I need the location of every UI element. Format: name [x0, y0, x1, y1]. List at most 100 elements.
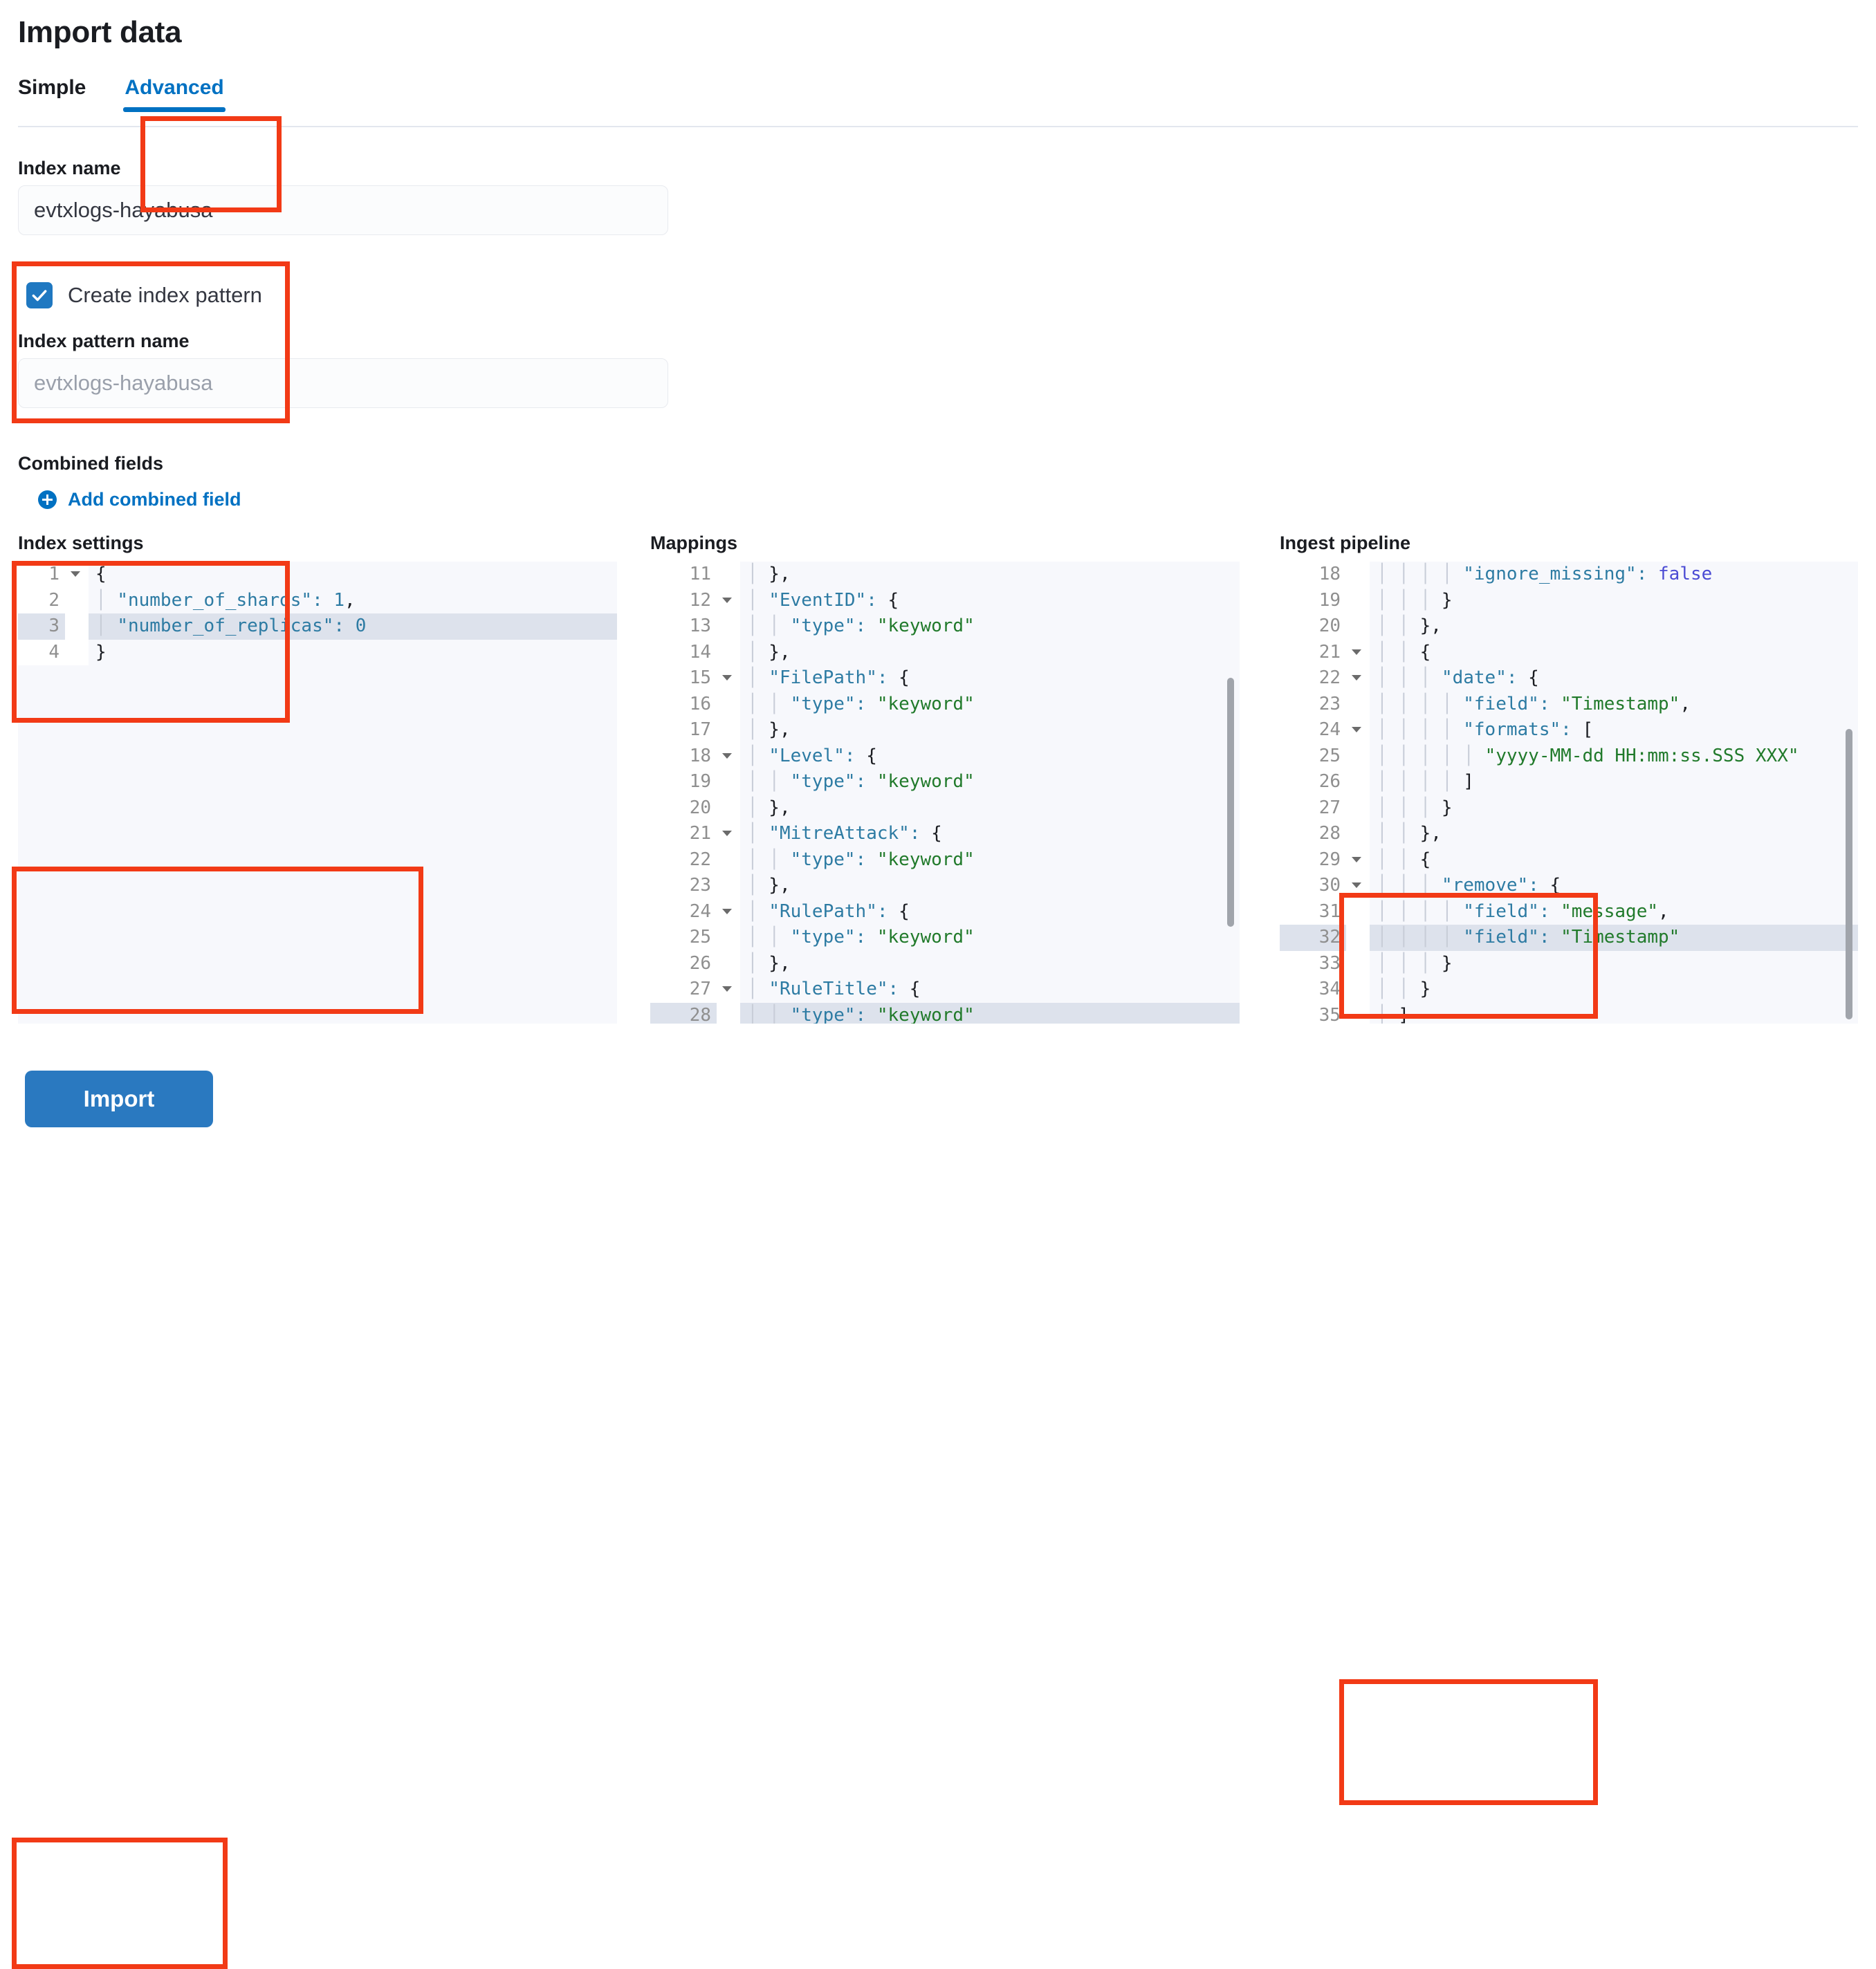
code-text: │ │ {	[1377, 641, 1431, 663]
line-number: 22	[1280, 665, 1361, 692]
code-line[interactable]: 28│ │ },	[1280, 821, 1858, 847]
code-line[interactable]: 22│ │ "type": "keyword"	[650, 847, 1240, 873]
code-text: │ ]	[1377, 1004, 1409, 1024]
fold-caret-icon[interactable]	[71, 571, 80, 577]
code-line[interactable]: 25│ │ │ │ │ "yyyy-MM-dd HH:mm:ss.SSS XXX…	[1280, 743, 1858, 769]
line-number: 30	[1280, 873, 1361, 899]
code-line[interactable]: 24│ "RulePath": {	[650, 898, 1240, 925]
code-line[interactable]: 18│ │ │ │ "ignore_missing": false	[1280, 562, 1858, 588]
line-number: 33	[1280, 950, 1346, 977]
index-pattern-name-input[interactable]: evtxlogs-hayabusa	[18, 358, 668, 408]
line-number: 28	[1280, 821, 1346, 847]
index-pattern-name-label: Index pattern name	[18, 331, 190, 351]
mappings-editor[interactable]: 11│ },12│ "EventID": {13│ │ "type": "key…	[650, 562, 1240, 1024]
code-line[interactable]: 27│ │ │ }	[1280, 795, 1858, 821]
code-line[interactable]: 16│ │ "type": "keyword"	[650, 691, 1240, 717]
gutter-spacer	[717, 925, 740, 951]
code-line[interactable]: 2│ "number_of_shards": 1,	[18, 587, 617, 613]
code-line[interactable]: 30 │ │ │ "remove": {	[1280, 873, 1858, 899]
fold-caret-icon[interactable]	[1352, 675, 1361, 681]
gutter-spacer	[717, 950, 740, 977]
line-number: 20	[650, 795, 717, 821]
code-line[interactable]: 21│ "MitreAttack": {	[650, 821, 1240, 847]
code-line[interactable]: 13│ │ "type": "keyword"	[650, 613, 1240, 640]
code-line[interactable]: 26│ },	[650, 950, 1240, 977]
add-combined-field-link[interactable]: Add combined field	[38, 489, 241, 510]
tab-bar: Simple Advanced	[18, 76, 245, 112]
fold-caret-icon[interactable]	[722, 752, 732, 759]
gutter-spacer	[1346, 821, 1370, 847]
fold-caret-icon[interactable]	[722, 831, 732, 836]
code-text: │ "RuleTitle": {	[747, 979, 921, 999]
code-line[interactable]: 25│ │ "type": "keyword"	[650, 925, 1240, 951]
code-line[interactable]: 12│ "EventID": {	[650, 587, 1240, 613]
code-line[interactable]: 14│ },	[650, 639, 1240, 665]
index-settings-editor[interactable]: 1{2│ "number_of_shards": 1,3│ "number_of…	[18, 562, 617, 1024]
gutter-spacer	[1346, 691, 1370, 717]
line-number: 25	[1280, 743, 1346, 769]
code-line[interactable]: 11│ },	[650, 562, 1240, 588]
create-index-pattern-row[interactable]: Create index pattern	[26, 282, 262, 308]
gutter-spacer	[717, 562, 740, 588]
code-text: │ │ │ "remove": {	[1377, 875, 1561, 896]
code-text: │ │ "type": "keyword"	[747, 849, 975, 870]
code-line[interactable]: 21 │ │ {	[1280, 639, 1858, 665]
code-line[interactable]: 24│ │ │ │ "formats": [	[1280, 717, 1858, 743]
code-line[interactable]: 23│ │ │ │ "field": "Timestamp",	[1280, 691, 1858, 717]
import-button[interactable]: Import	[25, 1071, 213, 1127]
code-line[interactable]: 18│ "Level": {	[650, 743, 1240, 769]
code-line[interactable]: 27│ "RuleTitle": {	[650, 977, 1240, 1003]
code-text: │ │ "type": "keyword"	[747, 693, 975, 714]
index-name-input[interactable]: evtxlogs-hayabusa	[18, 185, 668, 235]
line-number: 26	[650, 950, 717, 977]
code-line[interactable]: 28│ │ "type": "keyword"	[650, 1002, 1240, 1024]
code-line[interactable]: 35│ ]	[1280, 1002, 1858, 1024]
code-line[interactable]: 17│ },	[650, 717, 1240, 743]
tab-divider	[18, 126, 1858, 127]
code-line[interactable]: 32│ │ │ │ "field": "Timestamp"	[1280, 925, 1858, 951]
fold-caret-icon[interactable]	[722, 597, 732, 603]
fold-caret-icon[interactable]	[1352, 649, 1361, 655]
line-number: 21	[1280, 639, 1361, 665]
create-index-pattern-checkbox[interactable]	[26, 282, 53, 308]
code-text: │ │ "type": "keyword"	[747, 616, 975, 636]
code-line[interactable]: 26│ │ │ │ ]	[1280, 769, 1858, 795]
line-number: 18	[650, 743, 732, 769]
code-text: │ },	[747, 875, 791, 896]
code-text: │ │ │ │ "field": "Timestamp"	[1377, 927, 1680, 947]
code-line[interactable]: 3│ "number_of_replicas": 0	[18, 613, 617, 640]
line-number: 34	[1280, 977, 1346, 1003]
tab-simple[interactable]: Simple	[18, 76, 86, 99]
gutter-spacer	[717, 691, 740, 717]
code-line[interactable]: 19│ │ "type": "keyword"	[650, 769, 1240, 795]
tab-advanced[interactable]: Advanced	[104, 76, 244, 112]
code-line[interactable]: 19│ │ │ }	[1280, 587, 1858, 613]
code-line[interactable]: 31│ │ │ │ "field": "message",	[1280, 898, 1858, 925]
fold-caret-icon[interactable]	[1352, 856, 1361, 862]
code-line[interactable]: 4}	[18, 639, 617, 665]
ingest-pipeline-scrollbar[interactable]	[1846, 729, 1852, 1019]
code-line[interactable]: 20│ │ },	[1280, 613, 1858, 640]
fold-caret-icon[interactable]	[722, 675, 732, 681]
code-line[interactable]: 1{	[18, 562, 617, 588]
line-number: 12	[650, 587, 732, 613]
code-text: │ │ │ }	[1377, 952, 1453, 974]
code-line[interactable]: 15│ "FilePath": {	[650, 665, 1240, 692]
code-line[interactable]: 29│ │ {	[1280, 847, 1858, 873]
code-line[interactable]: 22│ │ │ "date": {	[1280, 665, 1858, 692]
code-line[interactable]: 23│ },	[650, 873, 1240, 899]
code-line[interactable]: 34│ │ }	[1280, 977, 1858, 1003]
fold-caret-icon[interactable]	[722, 908, 732, 914]
fold-caret-icon[interactable]	[1352, 727, 1361, 732]
code-text: │ │ },	[1377, 616, 1442, 636]
code-line[interactable]: 33 │ │ │ }	[1280, 950, 1858, 977]
ingest-pipeline-title: Ingest pipeline	[1280, 533, 1411, 553]
fold-caret-icon[interactable]	[1352, 882, 1361, 888]
code-text: │ },	[747, 641, 791, 663]
line-number: 21	[650, 821, 732, 847]
fold-caret-icon[interactable]	[722, 986, 732, 992]
mappings-scrollbar[interactable]	[1227, 678, 1234, 927]
code-line[interactable]: 20│ },	[650, 795, 1240, 821]
gutter-spacer	[717, 613, 740, 640]
